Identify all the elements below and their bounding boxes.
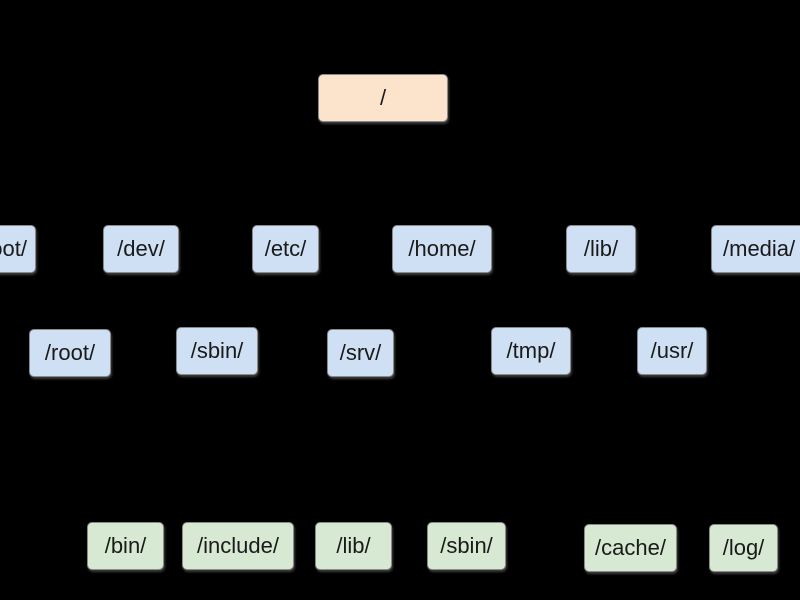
node-boot: /boot/ — [0, 225, 36, 273]
node-srv: /srv/ — [327, 329, 394, 377]
node-dev: /dev/ — [103, 225, 179, 273]
node-bin: /bin/ — [87, 522, 164, 570]
node-etc: /etc/ — [252, 225, 319, 273]
node-log: /log/ — [709, 524, 778, 572]
node-root: / — [318, 74, 448, 122]
node-cache: /cache/ — [584, 524, 677, 572]
node-lib: /lib/ — [566, 225, 636, 273]
node-root-home: /root/ — [29, 329, 111, 377]
node-home: /home/ — [392, 225, 492, 273]
node-sbin: /sbin/ — [176, 327, 258, 375]
node-include: /include/ — [182, 522, 294, 570]
node-usr: /usr/ — [637, 327, 707, 375]
node-usr-sbin: /sbin/ — [427, 522, 506, 570]
node-tmp: /tmp/ — [491, 327, 571, 375]
node-usr-lib: /lib/ — [315, 522, 392, 570]
node-media: /media/ — [711, 225, 800, 273]
